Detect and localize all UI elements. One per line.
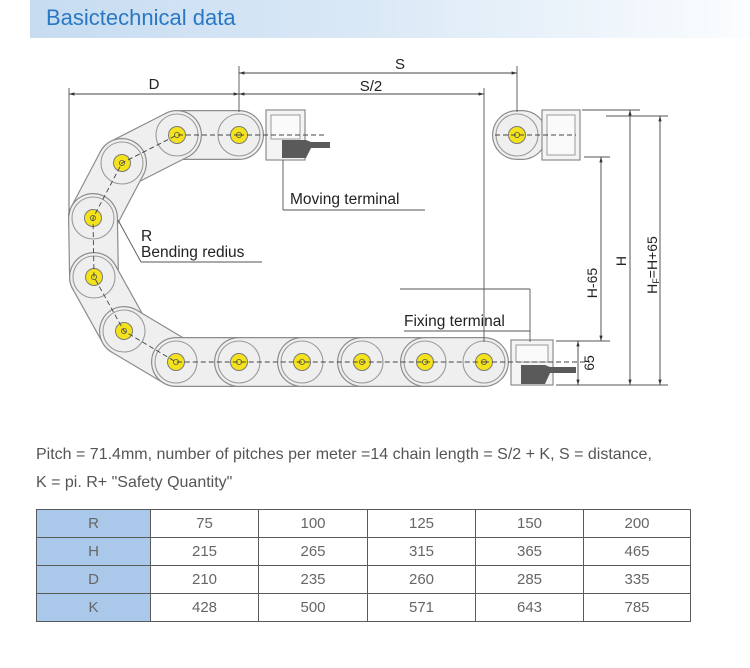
pin-center [119, 159, 126, 166]
bending-radius-callout: R Bending redius [117, 219, 262, 263]
table-cell: 643 [475, 593, 584, 622]
dimension-s-half-label: S/2 [360, 78, 383, 95]
table-cell: 285 [475, 565, 584, 594]
fixing-terminal [510, 339, 576, 386]
description: Pitch = 71.4mm, number of pitches per me… [36, 441, 652, 497]
dimension-h: H [613, 110, 632, 385]
row-header-k: K [36, 593, 151, 622]
pin-ring [102, 309, 146, 353]
table-cell: 500 [258, 593, 368, 622]
fixing-terminal-bracket-inner [515, 344, 549, 363]
moving-terminal-callout: Moving terminal [282, 160, 425, 211]
page-title: Basictechnical data [46, 5, 236, 30]
row-header-h: H [36, 537, 151, 566]
hf-main: H [644, 284, 660, 294]
dimension-h-minus-65: H-65 [584, 157, 603, 341]
spec-table: R 75 100 125 150 200 H 215 265 315 365 4… [36, 509, 691, 622]
pin-ring [100, 141, 144, 185]
chain-pins [71, 113, 539, 384]
pin-head [168, 126, 186, 144]
fixing-terminal-clamp [521, 365, 576, 384]
pin-center [121, 327, 128, 334]
dimension-s: S [239, 56, 518, 112]
row-header-d: D [36, 565, 151, 594]
chain-pin [280, 340, 324, 384]
pin-head [167, 353, 185, 371]
pin-ring [72, 255, 116, 299]
description-line-1: Pitch = 71.4mm, number of pitches per me… [36, 446, 652, 463]
table-cell: 215 [150, 537, 259, 566]
table-cell: 315 [367, 537, 476, 566]
table-cell: 125 [367, 509, 476, 538]
dimension-d: D [68, 76, 239, 215]
bending-radius-leader [117, 219, 142, 263]
table-cell: 100 [258, 509, 368, 538]
bending-radius-symbol: R [141, 228, 152, 245]
fixing-terminal-label: Fixing terminal [404, 313, 505, 330]
table-row-r: R 75 100 125 150 200 [36, 509, 691, 538]
dimension-hf-label: HF=H+65 [644, 236, 661, 294]
moving-terminal-label: Moving terminal [290, 191, 399, 208]
dimension-sixty-five: 65 [576, 341, 597, 385]
pin-head [230, 353, 248, 371]
dimension-hf: HF=H+65 [644, 116, 662, 385]
table-cell: 75 [150, 509, 259, 538]
table-row-k: K 428 500 571 643 785 [36, 593, 691, 622]
hf-subscript: F [651, 278, 661, 284]
table-cell: 210 [150, 565, 259, 594]
chain-centerline [92, 134, 590, 363]
bending-radius-label: Bending redius [141, 244, 245, 261]
dimension-h-label: H [613, 256, 629, 266]
pin-ring [71, 196, 115, 240]
centerline-path [92, 134, 484, 363]
header-bar: Basictechnical data [30, 0, 750, 38]
table-row-h: H 215 265 315 365 465 [36, 537, 691, 566]
dimension-sixty-five-label: 65 [581, 355, 597, 371]
table-cell: 150 [475, 509, 584, 538]
moving-terminal-clamp [282, 140, 330, 158]
table-cell: 365 [475, 537, 584, 566]
pin-head [508, 126, 526, 144]
hf-rest: =H+65 [644, 236, 660, 278]
dimension-s-label: S [395, 56, 405, 73]
table-cell: 465 [583, 537, 691, 566]
table-cell: 335 [583, 565, 691, 594]
height-extension-lines [556, 109, 668, 386]
table-cell: 428 [150, 593, 259, 622]
row-header-r: R [36, 509, 151, 538]
description-line-2: K = pi. R+ "Safety Quantity" [36, 474, 233, 491]
table-cell: 200 [583, 509, 691, 538]
dimension-s-half: S/2 [239, 78, 485, 342]
drag-chain-diagram: D S S/2 R Bending redius Moving terminal… [68, 56, 668, 387]
table-cell: 235 [258, 565, 368, 594]
fixing-terminal-callout: Fixing terminal [400, 288, 531, 342]
dimension-h-minus-65-label: H-65 [584, 268, 600, 299]
table-cell: 265 [258, 537, 368, 566]
table-cell: 571 [367, 593, 476, 622]
table-cell: 785 [583, 593, 691, 622]
table-cell: 260 [367, 565, 476, 594]
table-row-d: D 210 235 260 285 335 [36, 565, 691, 594]
dimension-d-label: D [149, 76, 160, 93]
